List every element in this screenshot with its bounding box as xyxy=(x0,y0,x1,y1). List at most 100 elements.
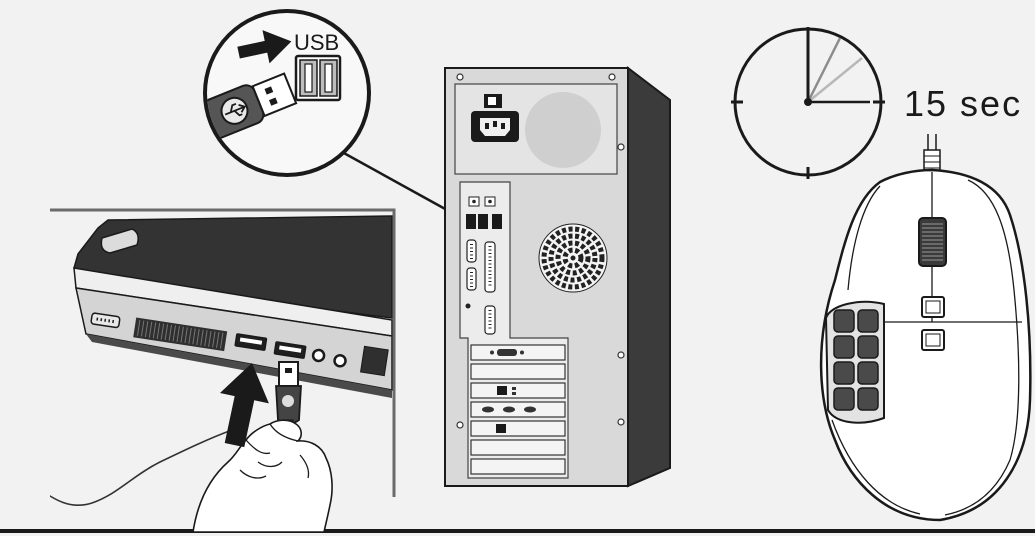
clock-center xyxy=(804,98,812,106)
button-cap xyxy=(925,333,941,347)
usb-cable-cord xyxy=(50,429,233,507)
laptop-panel xyxy=(50,208,396,532)
expansion-slot xyxy=(470,363,566,380)
socket-pin xyxy=(485,123,489,129)
strain-relief-rings xyxy=(924,155,940,169)
gaming-mouse xyxy=(819,134,1032,522)
hand-outline xyxy=(192,419,333,532)
plug-contact-hole xyxy=(268,97,278,106)
arrow-shape xyxy=(237,30,292,64)
vga-screw xyxy=(490,350,494,355)
network-port-led xyxy=(512,387,516,390)
power-switch-rocker xyxy=(488,97,496,105)
psu-fan xyxy=(525,92,601,168)
screw xyxy=(456,73,464,81)
socket-pin xyxy=(493,121,497,127)
side-button xyxy=(833,361,855,385)
timer-label: 15 sec xyxy=(904,83,1022,124)
ps2-port-center xyxy=(488,199,492,204)
network-port xyxy=(496,424,506,433)
side-button xyxy=(857,309,879,333)
vga-screw xyxy=(520,350,524,355)
cable-strain-relief xyxy=(923,149,941,173)
expansion-slot xyxy=(470,458,566,475)
mouse-contours xyxy=(831,172,1022,516)
audio-jack xyxy=(465,303,471,309)
usb-logo xyxy=(282,395,294,407)
usb-port-tongue xyxy=(324,63,333,93)
usb-callout: USB xyxy=(203,9,448,212)
expansion-slot xyxy=(470,344,566,361)
socket-pin xyxy=(501,123,505,129)
clock-hand-light xyxy=(807,57,863,103)
usb-port-icon xyxy=(294,54,342,102)
vent-ring xyxy=(562,247,584,269)
usb-port xyxy=(466,214,476,229)
usb-plug-icon xyxy=(207,72,298,142)
dpi-button-down xyxy=(921,329,945,351)
expansion-slot xyxy=(470,401,566,418)
network-port-led xyxy=(512,392,516,395)
audio-port xyxy=(482,406,494,413)
usb-port xyxy=(492,214,502,229)
audio-jack xyxy=(333,354,347,368)
usb-trident-icon xyxy=(224,102,247,117)
screw xyxy=(617,418,625,426)
side-button xyxy=(857,361,879,385)
scroll-wheel xyxy=(918,217,947,267)
vent-ring xyxy=(548,233,598,283)
plug-connector xyxy=(278,361,299,387)
expansion-slot xyxy=(470,382,566,399)
hand xyxy=(192,419,333,532)
side-button xyxy=(857,335,879,359)
laptop-usb-port-tongue xyxy=(239,337,263,345)
screw xyxy=(456,421,464,429)
vent-ring xyxy=(541,226,605,290)
clock-hand-grey xyxy=(806,37,842,103)
arrow-right-icon xyxy=(237,30,292,64)
usb-port-tongue xyxy=(304,63,313,93)
button-frame xyxy=(921,329,945,351)
audio-jack xyxy=(311,348,326,363)
dvi-port xyxy=(484,305,496,335)
screw xyxy=(608,73,616,81)
side-connector xyxy=(359,345,389,377)
power-supply xyxy=(454,83,618,175)
mouse-cable xyxy=(923,134,941,173)
usb-port xyxy=(478,214,488,229)
vent-slats xyxy=(136,319,224,349)
button-cap xyxy=(925,300,941,314)
side-button xyxy=(833,387,855,411)
clock-icon xyxy=(731,27,885,179)
button-frame xyxy=(921,296,945,318)
audio-port xyxy=(503,406,515,413)
tower-side xyxy=(627,65,671,488)
laptop-base-edge xyxy=(86,334,392,398)
side-button xyxy=(833,335,855,359)
side-vent xyxy=(133,317,228,352)
lid-latch xyxy=(100,228,139,254)
side-button xyxy=(857,387,879,411)
network-port xyxy=(497,386,507,395)
case-vent xyxy=(538,223,608,293)
audio-port xyxy=(524,406,536,413)
side-button-panel xyxy=(824,300,885,424)
desktop-tower xyxy=(444,65,671,488)
vent-ring xyxy=(555,240,591,276)
vga-port xyxy=(497,349,517,356)
dpi-button-up xyxy=(921,296,945,318)
plug-contact-hole xyxy=(285,368,292,373)
laptop-scene xyxy=(50,215,393,532)
laptop-panel-frame xyxy=(50,208,396,497)
expansion-slot xyxy=(470,420,566,437)
scroll-wheel-ridges xyxy=(922,223,943,261)
expansion-slot xyxy=(470,439,566,456)
bottom-rule xyxy=(0,529,1035,533)
arrow-shape xyxy=(220,362,269,448)
vga-pins xyxy=(96,317,116,324)
laptop xyxy=(73,215,393,398)
finger-lines xyxy=(239,423,310,479)
usb-label: USB xyxy=(294,30,339,55)
laptop-side-ports xyxy=(90,312,389,377)
